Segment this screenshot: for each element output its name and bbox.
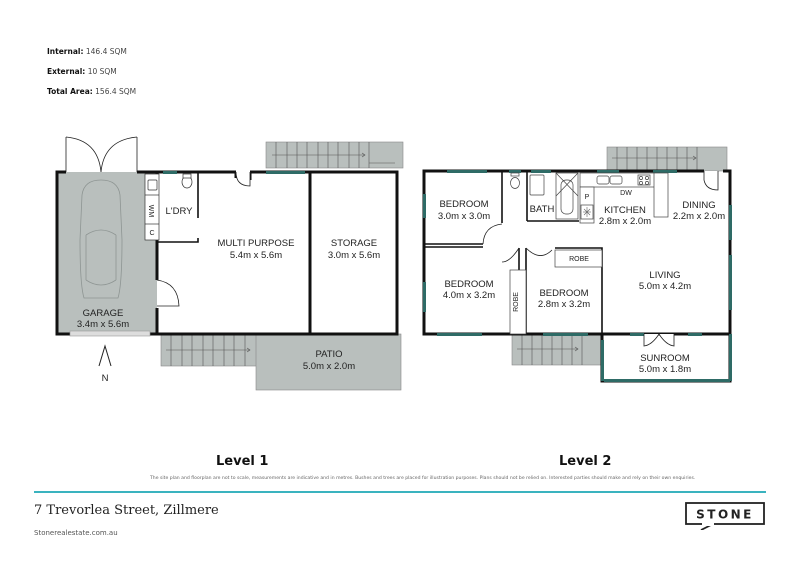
website-link[interactable]: Stonerealestate.com.au	[34, 529, 118, 537]
external-label: External:	[47, 67, 86, 76]
garage-floor	[57, 172, 157, 334]
laundry-label: L'DRY	[166, 206, 194, 217]
robe-label: ROBE	[569, 256, 589, 263]
doors-l2	[482, 171, 719, 347]
storage-size: 3.0m x 5.6m	[328, 250, 380, 261]
cupboard-label: C	[149, 230, 154, 237]
door-swing	[235, 171, 251, 187]
kitchen-label: KITCHEN	[604, 205, 646, 216]
bedroom-3-size: 2.8m x 3.2m	[538, 299, 590, 310]
living-label: LIVING	[649, 270, 680, 281]
total-value: 156.4 SQM	[95, 87, 137, 96]
level-1-title: Level 1	[216, 454, 269, 469]
windows-l2	[423, 170, 732, 382]
window	[163, 171, 177, 174]
multi-purpose-size: 5.4m x 5.6m	[230, 250, 282, 261]
garage-size: 3.4m x 5.6m	[77, 319, 129, 330]
robe-label: ROBE	[513, 292, 520, 312]
garage-roller-door	[69, 330, 151, 337]
washing-machine-label: WM	[147, 205, 154, 218]
disclaimer-text: The site plan and floorplan are not to s…	[150, 476, 696, 481]
stairs-bottom-l1	[160, 333, 258, 367]
storage-label: STORAGE	[331, 238, 377, 249]
internal-value: 146.4 SQM	[85, 47, 127, 56]
bedroom-2-label: BEDROOM	[444, 279, 493, 290]
patio-floor	[255, 333, 402, 391]
north-arrow-icon	[98, 344, 112, 367]
living-size: 5.0m x 4.2m	[639, 281, 691, 292]
multi-purpose-label: MULTI PURPOSE	[218, 238, 295, 249]
garage-entry-doors	[65, 136, 138, 173]
laundry-walls	[157, 172, 199, 243]
bedroom-1-label: BEDROOM	[439, 199, 488, 210]
laundry-fixtures	[144, 173, 193, 241]
external-value: 10 SQM	[87, 67, 117, 76]
level-1-plan: WM C GARAGE 3.4m x 5.6m L'DRY MULTI PURP…	[55, 136, 404, 391]
stairs-top-l2	[606, 146, 728, 172]
garage-label: GARAGE	[83, 308, 124, 319]
external-area: External: 10 SQM	[47, 67, 117, 76]
total-area: Total Area: 156.4 SQM	[47, 87, 136, 96]
north-label: N	[102, 373, 109, 384]
dishwasher-label: DW	[620, 190, 632, 197]
door-swing	[156, 279, 180, 307]
patio-size: 5.0m x 2.0m	[303, 361, 355, 372]
sunroom-label: SUNROOM	[640, 353, 690, 364]
internal-area: Internal: 146.4 SQM	[47, 47, 127, 56]
bedroom-2-size: 4.0m x 3.2m	[443, 290, 495, 301]
bedroom-1-size: 3.0m x 3.0m	[438, 211, 490, 222]
car-icon	[79, 179, 123, 299]
internal-label: Internal:	[47, 47, 84, 56]
pantry-label: P	[585, 194, 590, 201]
exhaust-icon	[583, 207, 591, 217]
sunroom-size: 5.0m x 1.8m	[639, 364, 691, 375]
property-address: 7 Trevorlea Street, Zillmere	[34, 503, 219, 518]
dining-label: DINING	[682, 200, 715, 211]
window	[266, 171, 305, 174]
stairs-top-l1	[265, 141, 404, 169]
bath-label: BATH	[530, 204, 555, 215]
patio-label: PATIO	[315, 349, 342, 360]
stone-logo: STONE	[685, 502, 765, 530]
total-label: Total Area:	[47, 87, 93, 96]
dining-size: 2.2m x 2.0m	[673, 211, 725, 222]
bedroom-3-label: BEDROOM	[539, 288, 588, 299]
level-2-title: Level 2	[559, 454, 612, 469]
floor-plans: WM C GARAGE 3.4m x 5.6m L'DRY MULTI PURP…	[55, 136, 732, 391]
level-2-plan: P DW BEDROOM 3.0m x 3.0m BATH KITCHEN 2.…	[422, 146, 732, 383]
fixtures-l2	[509, 172, 669, 335]
kitchen-size: 2.8m x 2.0m	[599, 216, 651, 227]
footer-divider	[34, 491, 766, 493]
stairs-bottom-l2	[511, 333, 603, 366]
logo-text: STONE	[696, 508, 754, 522]
